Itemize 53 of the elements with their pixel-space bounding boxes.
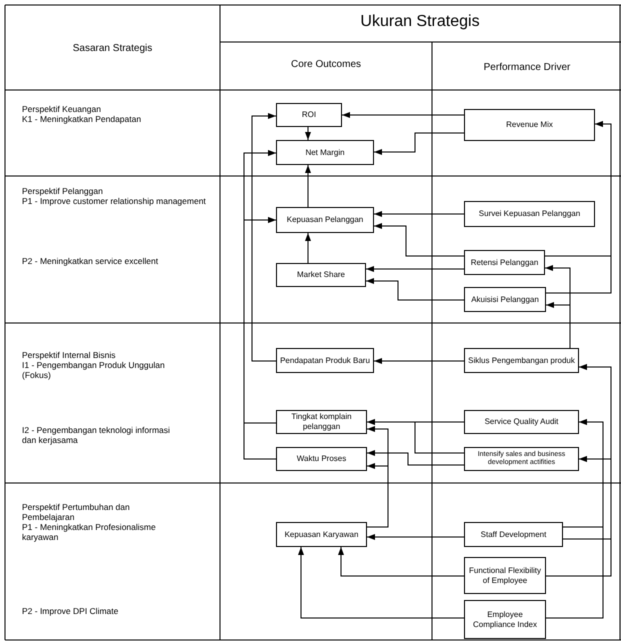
arrow [374,211,464,217]
arrow [338,546,464,576]
table-header: Sasaran Strategis [72,43,154,55]
arrow [252,113,276,362]
process-box: Kepuasan Karyawan [276,522,367,547]
arrow [546,419,604,618]
process-box: Retensi Pelanggan [464,250,545,275]
process-box: Service Quality Audit [464,410,579,434]
row-label: P1 - Meningkatkan Profesionalisme karyawan [22,522,157,542]
process-box: Functional Flexibility of Employee [464,557,546,594]
row-label: P2 - Improve DPI Climate [22,606,120,616]
process-box: Market Share [276,263,366,287]
arrow [366,534,464,540]
arrow [366,463,388,528]
row-label: Perspektif Internal Bisnis [22,350,117,360]
process-box: Akuisisi Pelanggan [464,287,546,312]
arrow [342,112,464,118]
table-header: Core Outcomes [290,59,362,71]
table-header: Ukuran Strategis [359,12,481,31]
arrow [546,364,612,576]
process-box: Staff Development [464,522,563,547]
process-box: Siklus Pengembangan produk [464,348,579,373]
process-box: Net Margin [276,140,374,165]
row-label: Perspektif Keuangan [22,104,102,114]
row-label: Perspektif Pertumbuhan dan Pembelajaran [22,502,131,522]
arrow [546,121,612,294]
row-label: Perspektif Pelanggan [22,186,104,196]
arrow [366,450,464,466]
arrow [374,358,464,364]
arrow [374,132,464,155]
arrow [374,223,464,256]
arrow [305,126,311,140]
arrow [305,164,311,208]
process-box: Pendapatan Produk Baru [276,348,374,373]
process-box: Employee Compliance Index [464,600,546,639]
row-label: P2 - Meningkatkan service excellent [22,256,160,266]
row-label: I1 - Pengembangan Produk Unggulan (Fokus) [22,360,166,380]
arrow [366,278,464,300]
table-header: Performance Driver [482,62,572,74]
arrow [366,266,464,272]
row-label: K1 - Meningkatkan Pendapatan [22,114,142,124]
arrow [366,419,464,454]
process-box: Tingkat komplain pelanggan [276,410,367,434]
process-box: ROI [276,103,342,127]
process-box: Revenue Mix [464,109,595,141]
process-box: Survei Kepuasan Pelanggan [464,201,595,227]
process-box: Kepuasan Pelanggan [276,207,374,233]
arrow [305,232,311,264]
process-box: Waktu Proses [276,447,367,471]
row-label: P1 - Improve customer relationship management [22,196,207,206]
arrow [298,546,464,618]
arrow [546,302,570,348]
row-label: I2 - Pengembangan teknologi informasi dan kerjasama [22,425,171,445]
